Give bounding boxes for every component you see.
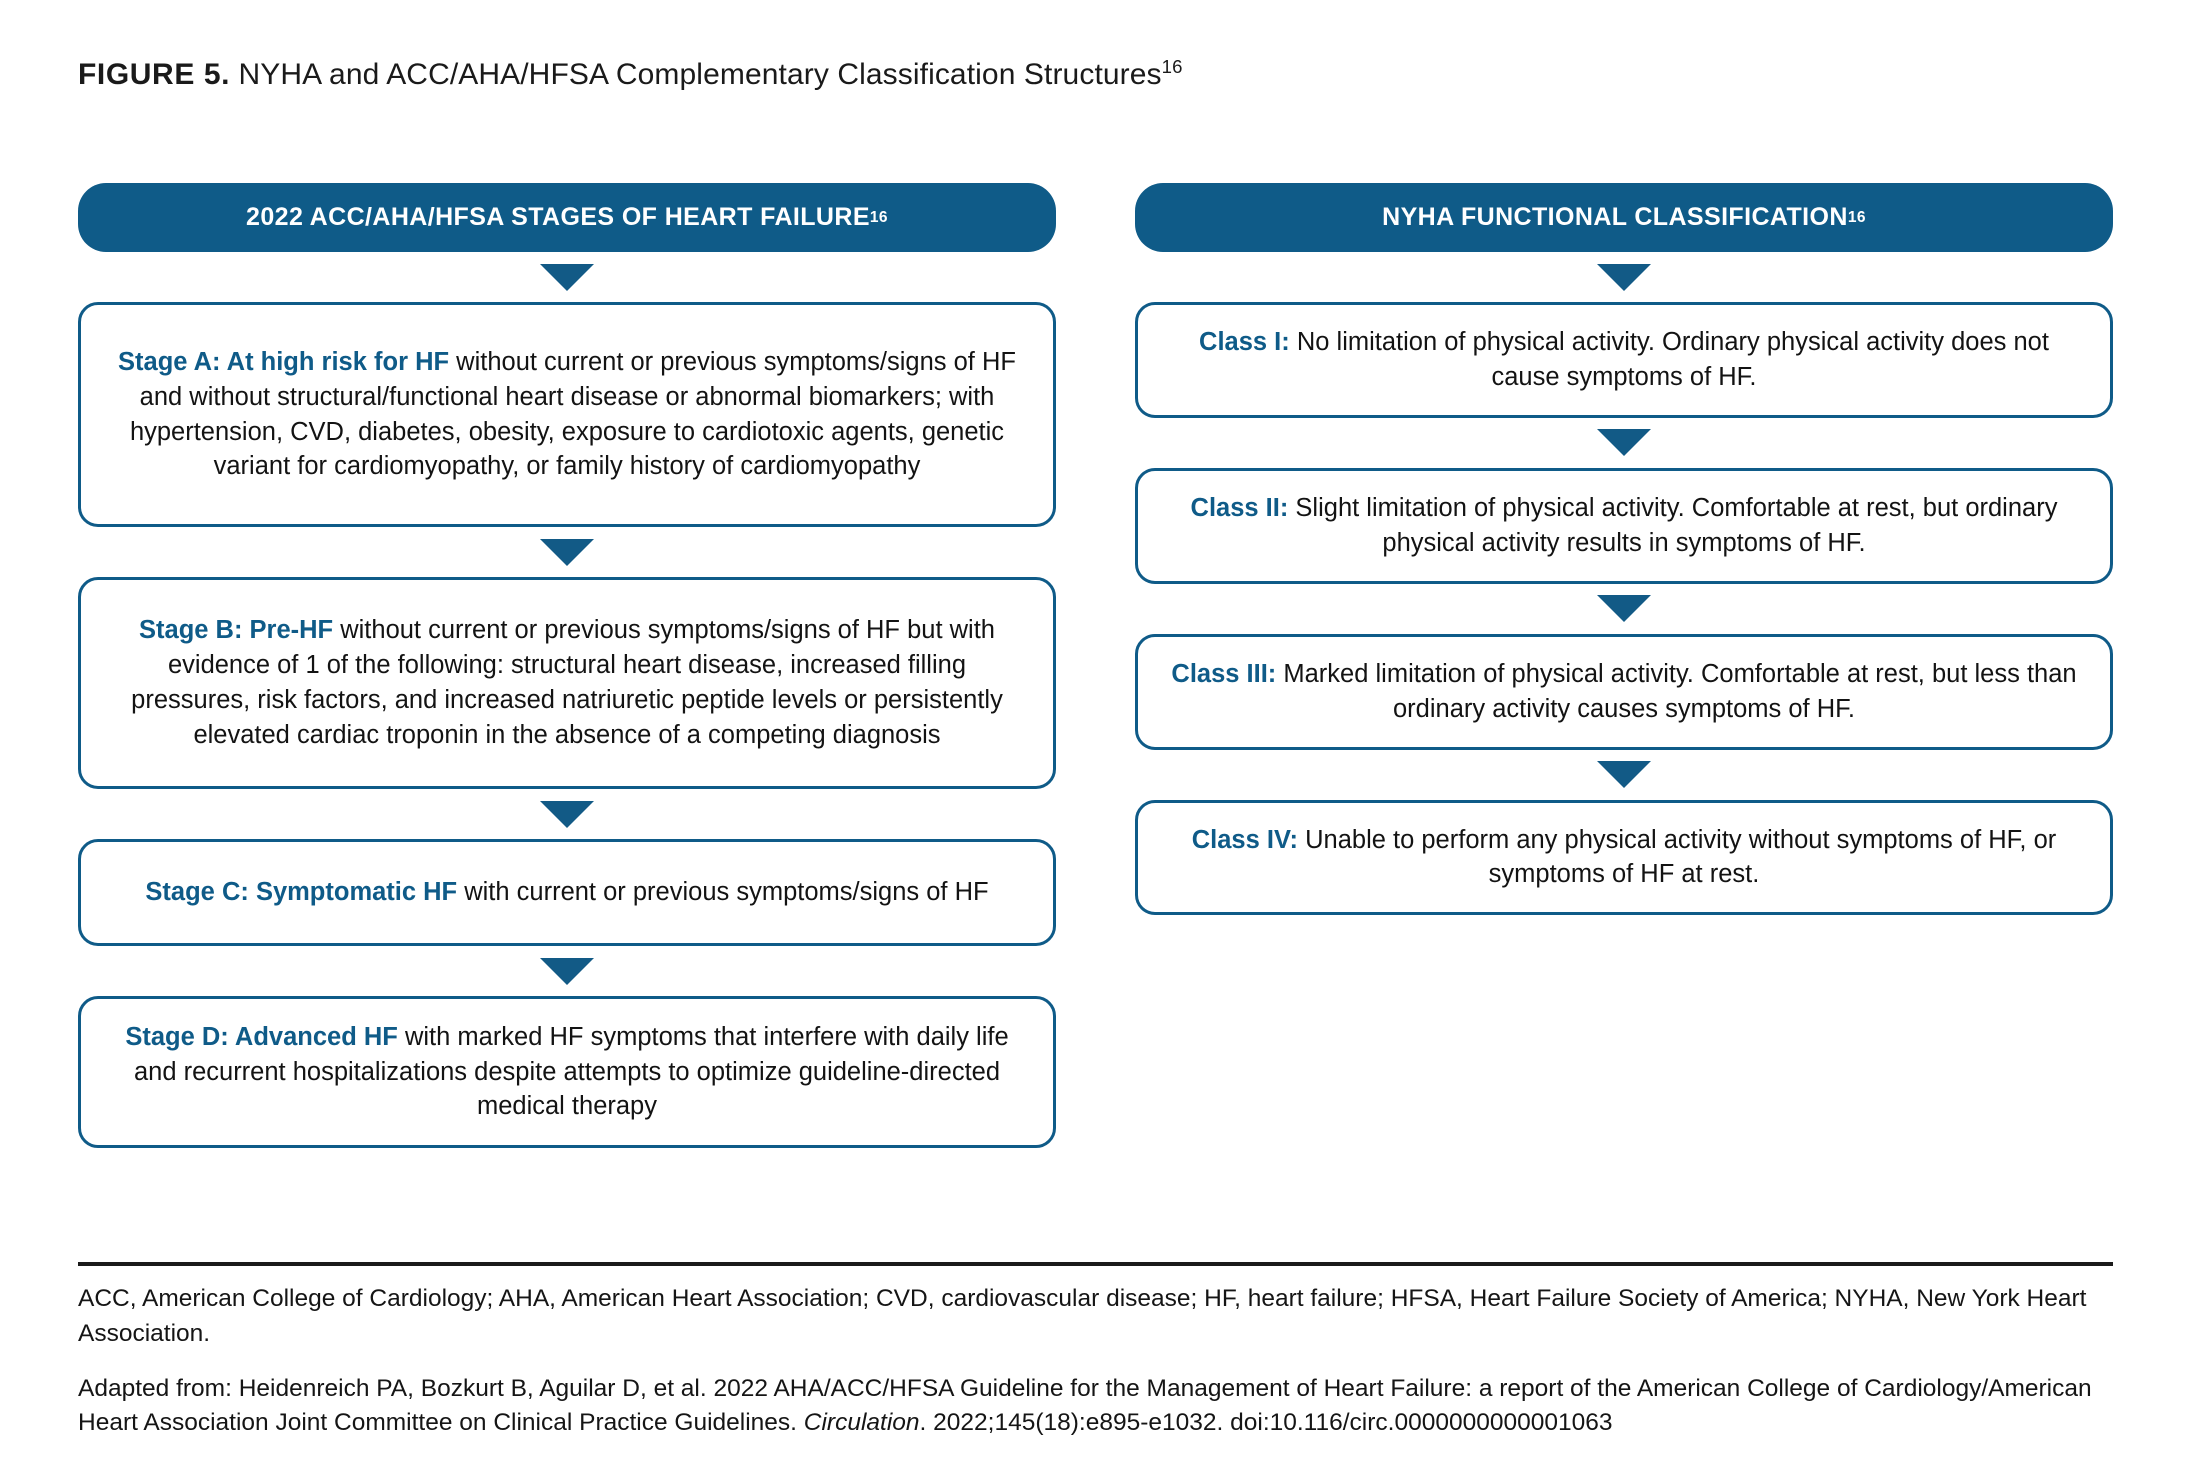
arrow-connector-stage-a-to-b — [78, 527, 1056, 577]
stage-d-text: Stage D: Advanced HF with marked HF symp… — [107, 1020, 1027, 1125]
stage-a-body: without current or previous symptoms/sig… — [129, 347, 1016, 481]
down-arrow-icon — [540, 800, 594, 828]
down-arrow-icon — [1597, 263, 1651, 291]
class-i-box: Class I: No limitation of physical activ… — [1135, 302, 2113, 418]
stage-a-box: Stage A: At high risk for HF without cur… — [78, 302, 1056, 527]
acc-aha-hfsa-column: 2022 ACC/AHA/HFSA STAGES OF HEART FAILUR… — [78, 183, 1056, 1148]
class-ii-box: Class II: Slight limitation of physical … — [1135, 467, 2113, 584]
down-arrow-icon — [540, 538, 594, 566]
class-ii-body: Slight limitation of physical activity. … — [1288, 493, 2058, 557]
down-arrow-icon — [540, 263, 594, 291]
abbreviations-note: ACC, American College of Cardiology; AHA… — [78, 1285, 2087, 1347]
stage-c-body: with current or previous symptoms/signs … — [457, 878, 989, 907]
citation-journal-name: Circulation — [803, 1409, 920, 1437]
figure-title: FIGURE 5. NYHA and ACC/AHA/HFSA Compleme… — [78, 56, 1183, 92]
class-ii-lead: Class II: — [1190, 493, 1289, 522]
class-iii-body: Marked limitation of physical activity. … — [1276, 659, 2077, 723]
stage-b-lead: Stage B: Pre-HF — [139, 616, 334, 645]
down-arrow-icon — [1597, 761, 1651, 789]
figure-label: FIGURE 5. — [78, 58, 231, 91]
class-iv-body: Unable to perform any physical activity … — [1298, 825, 2057, 889]
stage-b-text: Stage B: Pre-HF without current or previ… — [107, 613, 1027, 753]
diagram-columns: 2022 ACC/AHA/HFSA STAGES OF HEART FAILUR… — [78, 183, 2113, 1148]
stage-a-lead: Stage A: At high risk for HF — [118, 347, 450, 376]
class-i-lead: Class I: — [1199, 328, 1290, 356]
arrow-connector-stage-b-to-c — [78, 789, 1056, 839]
stage-c-text: Stage C: Symptomatic HF with current or … — [145, 875, 988, 910]
class-iii-box: Class III: Marked limitation of physical… — [1135, 633, 2113, 750]
down-arrow-icon — [540, 957, 594, 985]
class-i-body: No limitation of physical activity. Ordi… — [1289, 328, 2049, 391]
figure-title-superscript: 16 — [1161, 56, 1183, 77]
citation-part-two: . 2022;145(18):e895-e1032. doi:10.116/ci… — [919, 1409, 1613, 1437]
stage-c-lead: Stage C: Symptomatic HF — [145, 878, 458, 907]
class-i-text: Class I: No limitation of physical activ… — [1164, 325, 2084, 395]
down-arrow-icon — [1597, 429, 1651, 457]
class-iv-lead: Class IV: — [1191, 825, 1299, 854]
arrow-connector-banner-to-stage-a — [78, 252, 1056, 302]
stage-a-text: Stage A: At high risk for HF without cur… — [107, 345, 1027, 485]
stage-d-box: Stage D: Advanced HF with marked HF symp… — [78, 996, 1056, 1148]
stage-d-lead: Stage D: Advanced HF — [125, 1022, 398, 1051]
class-iv-text: Class IV: Unable to perform any physical… — [1164, 823, 2084, 893]
acc-aha-hfsa-banner-label: 2022 ACC/AHA/HFSA STAGES OF HEART FAILUR… — [246, 203, 870, 231]
stage-b-box: Stage B: Pre-HF without current or previ… — [78, 577, 1056, 789]
source-citation: Adapted from: Heidenreich PA, Bozkurt B,… — [78, 1372, 2118, 1442]
class-iv-box: Class IV: Unable to perform any physical… — [1135, 799, 2113, 916]
acc-aha-hfsa-banner: 2022 ACC/AHA/HFSA STAGES OF HEART FAILUR… — [78, 183, 1056, 252]
stage-c-box: Stage C: Symptomatic HF with current or … — [78, 839, 1056, 946]
arrow-connector-stage-c-to-d — [78, 946, 1056, 996]
stage-d-body: with marked HF symptoms that interfere w… — [133, 1022, 1009, 1121]
footer-divider — [78, 1262, 2113, 1266]
class-ii-text: Class II: Slight limitation of physical … — [1164, 491, 2084, 561]
stage-b-body: without current or previous symptoms/sig… — [131, 616, 1003, 749]
arrow-connector-class-ii-to-iii — [1135, 584, 2113, 634]
arrow-connector-class-i-to-ii — [1135, 418, 2113, 468]
nyha-banner-label: NYHA FUNCTIONAL CLASSIFICATION — [1382, 203, 1848, 231]
arrow-connector-class-iii-to-iv — [1135, 750, 2113, 800]
citation-part-one: Adapted from: Heidenreich PA, Bozkurt B,… — [78, 1374, 2092, 1437]
class-iii-text: Class III: Marked limitation of physical… — [1164, 657, 2084, 727]
down-arrow-icon — [1597, 595, 1651, 623]
arrow-connector-banner-to-class-i — [1135, 252, 2113, 302]
figure-title-text: NYHA and ACC/AHA/HFSA Complementary Clas… — [230, 58, 1162, 91]
footer-notes: ACC, American College of Cardiology; AHA… — [78, 1282, 2118, 1441]
class-iii-lead: Class III: — [1171, 659, 1277, 688]
